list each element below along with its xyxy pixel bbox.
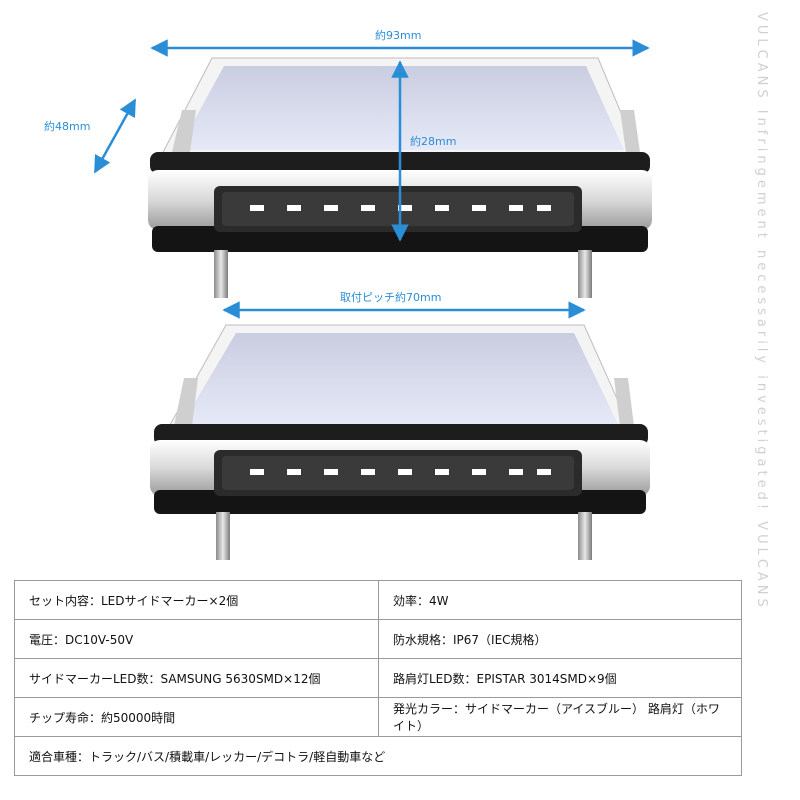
table-row: サイドマーカーLED数：SAMSUNG 5630SMD×12個 路肩灯LED数：… bbox=[14, 658, 742, 698]
spec-chip-life: チップ寿命：約50000時間 bbox=[14, 697, 379, 737]
width-label: 約93mm bbox=[375, 29, 422, 42]
depth-arrow bbox=[93, 98, 137, 174]
height-label: 約28mm bbox=[410, 135, 457, 148]
spec-efficiency: 効率：4W bbox=[378, 580, 742, 620]
spec-marker-led: サイドマーカーLED数：SAMSUNG 5630SMD×12個 bbox=[14, 658, 379, 698]
spec-contents: セット内容：LEDサイドマーカー×2個 bbox=[14, 580, 379, 620]
lamp-lower bbox=[150, 324, 650, 560]
table-row: セット内容：LEDサイドマーカー×2個 効率：4W bbox=[14, 580, 742, 620]
depth-label: 約48mm bbox=[44, 120, 91, 133]
spec-color: 発光カラー：サイドマーカー（アイスブルー） 路肩灯（ホワイト） bbox=[378, 697, 742, 737]
watermark: VULCANS Infringement necessarily investi… bbox=[750, 12, 780, 772]
spec-table: セット内容：LEDサイドマーカー×2個 効率：4W 電圧：DC10V-50V 防… bbox=[14, 580, 742, 776]
table-row: 適合車種：トラック/バス/積載車/レッカー/デコトラ/軽自動車など bbox=[14, 736, 742, 776]
watermark-text: VULCANS Infringement necessarily investi… bbox=[754, 12, 769, 611]
table-row: 電圧：DC10V-50V 防水規格：IP67（IEC規格） bbox=[14, 619, 742, 659]
spec-waterproof: 防水規格：IP67（IEC規格） bbox=[378, 619, 742, 659]
spec-voltage: 電圧：DC10V-50V bbox=[14, 619, 379, 659]
dimension-arrows bbox=[93, 39, 650, 319]
led-row-lower bbox=[250, 469, 551, 475]
pitch-label: 取付ピッチ約70mm bbox=[340, 291, 442, 304]
table-row: チップ寿命：約50000時間 発光カラー：サイドマーカー（アイスブルー） 路肩灯… bbox=[14, 697, 742, 737]
spec-vehicles: 適合車種：トラック/バス/積載車/レッカー/デコトラ/軽自動車など bbox=[14, 736, 742, 776]
product-photo bbox=[93, 39, 652, 560]
spec-road-led: 路肩灯LED数：EPISTAR 3014SMD×9個 bbox=[378, 658, 742, 698]
